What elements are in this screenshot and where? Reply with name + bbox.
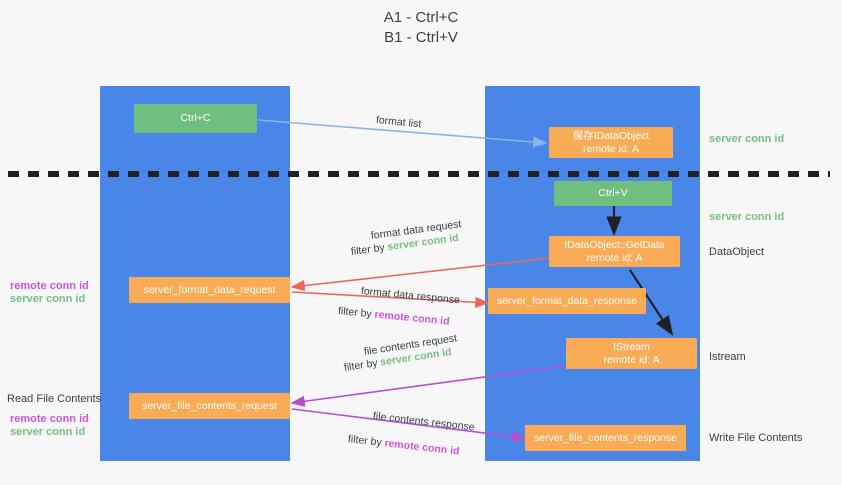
node-istream[interactable]: IStream remote id: A [566,338,697,369]
node-idataobject-getdata-line1: IDataObject::GetData [564,238,665,251]
filter-prefix-4: filter by [347,433,386,450]
filter-prefix-1: filter by [350,241,389,258]
node-server-file-contents-request[interactable]: server_file_contents_request [129,393,290,419]
edge-label-format-list: format list [375,114,422,131]
right-label-server-conn-id-mid: server conn id [709,211,785,223]
left-label-remote-conn-id-2: remote conn id [10,413,89,425]
edge-label-file-contents-response: file contents response [372,410,476,434]
left-label-read-file-contents: Read File Contents [7,393,102,405]
right-label-server-conn-id-top: server conn id [709,133,785,145]
left-label-server-conn-id-2: server conn id [10,426,86,438]
node-ctrl-v-label: Ctrl+V [598,187,628,199]
right-label-write-file-contents: Write File Contents [709,432,803,444]
edge-label-format-data-response: format data response [360,285,461,307]
node-idataobject-getdata[interactable]: IDataObject::GetData remote id: A [549,236,680,267]
left-label-remote-conn-id-1: remote conn id [10,280,89,292]
node-save-idataobject-line2: remote id: A [582,142,640,155]
node-server-format-data-response[interactable]: server_format_data_response [488,288,646,314]
filter-prefix-3: filter by [343,356,382,374]
right-label-dataobject: DataObject [709,246,765,258]
edge-label-file-contents-response-filter: filter by remote conn id [347,432,460,459]
left-label-server-conn-id-1: server conn id [10,293,86,305]
filter-prefix-2: filter by [337,305,376,321]
node-server-file-contents-request-label: server_file_contents_request [142,399,277,412]
node-ctrl-c[interactable]: Ctrl+C [134,104,257,133]
node-server-format-data-request-label: server_format_data_request [143,283,276,296]
node-server-file-contents-response-label: server_file_contents_response [533,431,677,444]
node-server-format-data-request[interactable]: server_format_data_request [129,277,290,303]
node-ctrl-v[interactable]: Ctrl+V [554,181,672,206]
node-save-idataobject[interactable]: 保存IDataObject remote id: A [549,127,673,158]
right-label-istream: Istream [709,351,746,363]
node-save-idataobject-line1: 保存IDataObject [572,129,650,142]
edge-label-format-data-response-filter: filter by remote conn id [337,304,450,329]
filter-value-remote-conn-id-2: remote conn id [383,437,460,458]
filter-value-remote-conn-id-1: remote conn id [374,308,451,328]
node-server-format-data-response-label: server_format_data_response [496,294,638,307]
node-server-file-contents-response[interactable]: server_file_contents_response [525,425,686,451]
node-istream-line1: IStream [613,340,650,353]
node-ctrl-c-label: Ctrl+C [180,112,211,124]
page-title: A1 - Ctrl+C B1 - Ctrl+V [383,9,459,46]
node-idataobject-getdata-line2: remote id: A [586,251,643,264]
node-istream-line2: remote id: A [603,353,660,366]
